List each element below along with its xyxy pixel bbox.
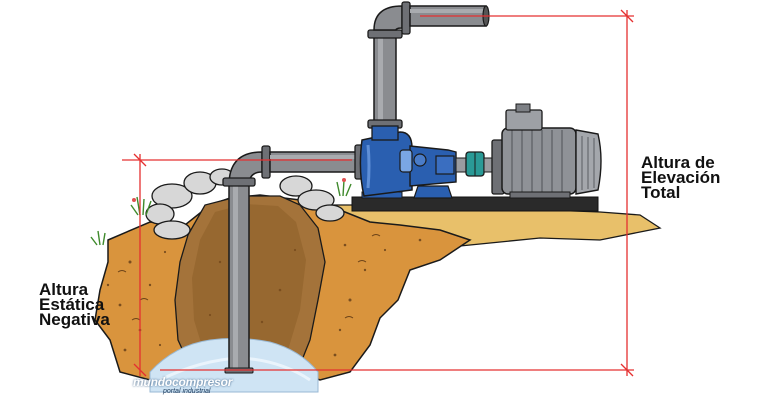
electric-motor	[491, 103, 602, 199]
total-head-label-line1: Altura de	[641, 153, 715, 172]
discharge-pipe	[367, 1, 490, 129]
total-head-label: Altura de Elevación Total	[641, 153, 721, 202]
dimension-lines	[122, 9, 634, 377]
static-head-label-line3: Negativa	[39, 310, 110, 329]
static-head-label-line2: Estática	[39, 295, 105, 314]
grass	[90, 179, 352, 246]
pump	[351, 125, 599, 212]
static-head-label: Altura Estática Negativa	[39, 280, 110, 329]
brand-logo: mundocompresor portal industrial	[133, 375, 243, 397]
brand-logo-tagline: portal industrial	[163, 388, 211, 395]
brand-logo-text: mundocompresor	[133, 375, 233, 389]
static-head-label-line1: Altura	[39, 280, 89, 299]
total-head-label-line3: Total	[641, 183, 681, 202]
stones	[145, 168, 345, 240]
suction-pipe	[222, 144, 364, 374]
total-head-label-line2: Elevación	[641, 168, 721, 187]
